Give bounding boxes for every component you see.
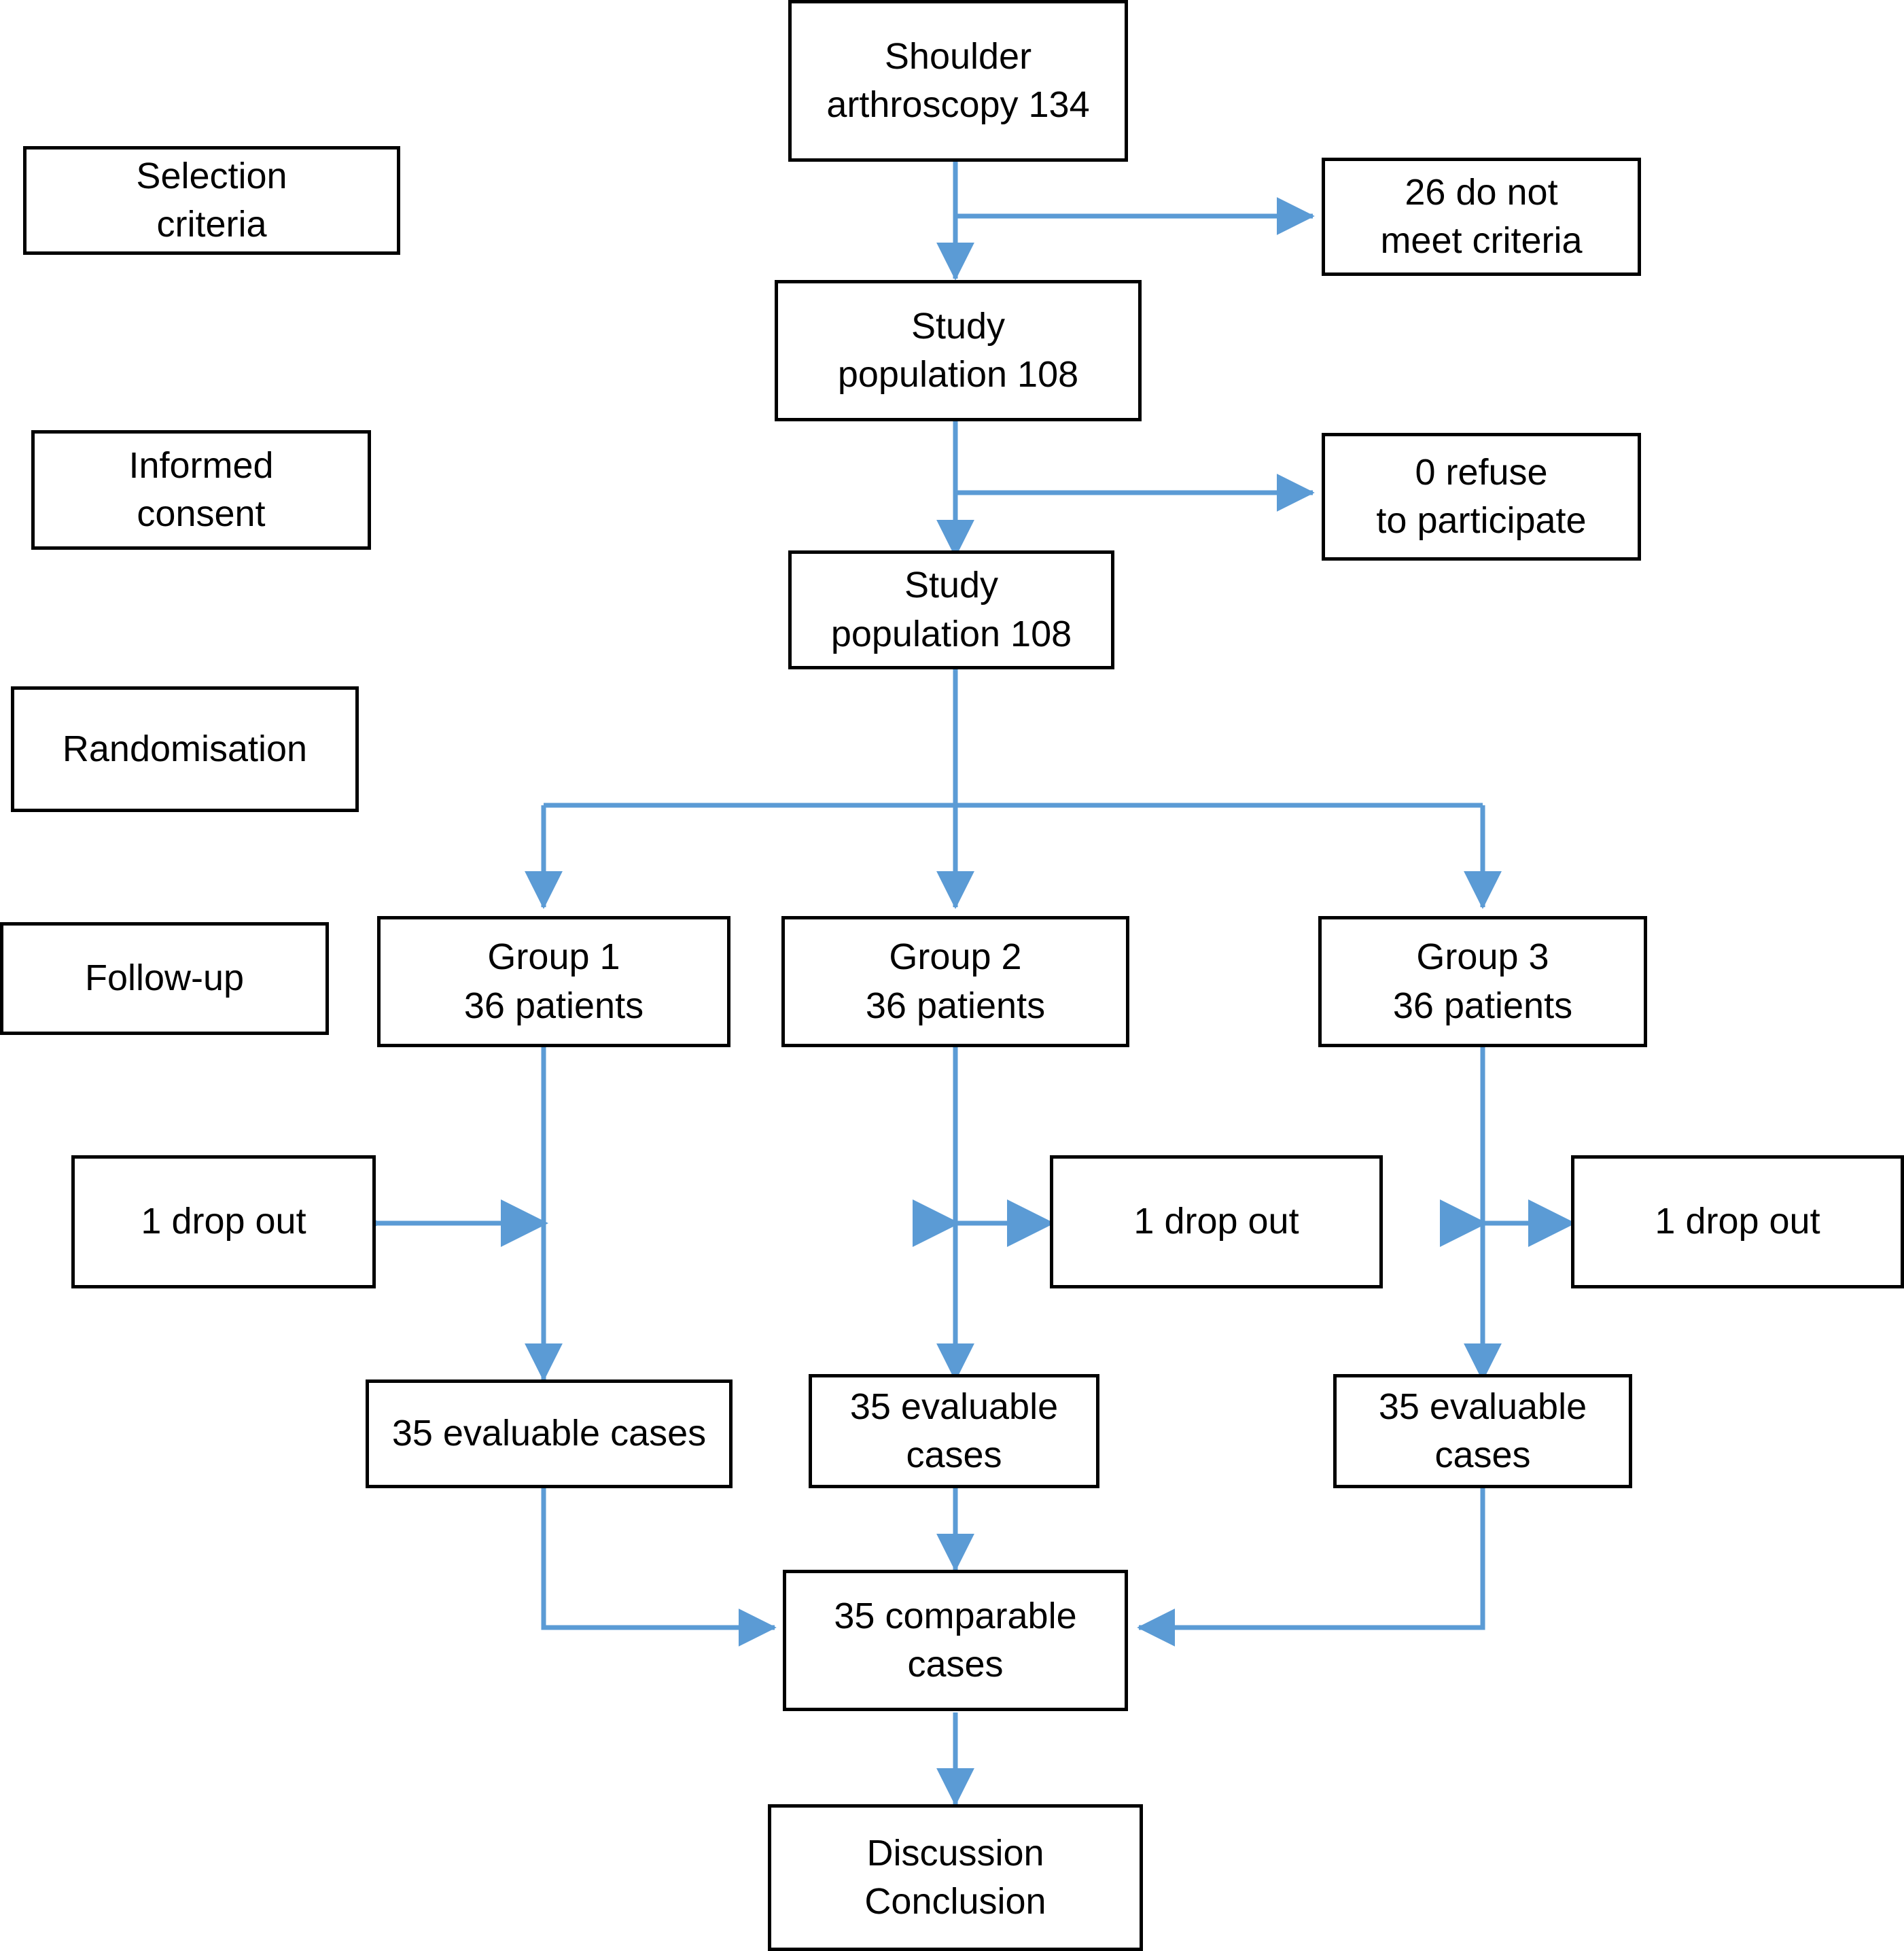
stage-label-informed-consent: Informed consent	[31, 430, 371, 550]
node-group-3: Group 3 36 patients	[1318, 916, 1647, 1047]
node-do-not-meet-criteria: 26 do not meet criteria	[1322, 158, 1641, 276]
node-evaluable-cases-3: 35 evaluable cases	[1333, 1374, 1632, 1488]
node-drop-out-3: 1 drop out	[1571, 1155, 1904, 1288]
node-drop-out-1: 1 drop out	[71, 1155, 376, 1288]
node-discussion-conclusion: Discussion Conclusion	[768, 1804, 1143, 1951]
stage-label-randomisation: Randomisation	[11, 686, 359, 812]
node-group-2: Group 2 36 patients	[781, 916, 1129, 1047]
node-study-population-2: Study population 108	[788, 550, 1114, 669]
node-evaluable-cases-1: 35 evaluable cases	[366, 1379, 733, 1488]
node-drop-out-2: 1 drop out	[1050, 1155, 1383, 1288]
node-shoulder-arthroscopy: Shoulder arthroscopy 134	[788, 0, 1128, 162]
stage-label-selection-criteria: Selection criteria	[23, 146, 400, 255]
node-group-1: Group 1 36 patients	[377, 916, 730, 1047]
node-study-population-1: Study population 108	[775, 280, 1142, 421]
node-evaluable-cases-2: 35 evaluable cases	[809, 1374, 1099, 1488]
node-comparable-cases: 35 comparable cases	[783, 1570, 1128, 1711]
node-refuse-to-participate: 0 refuse to participate	[1322, 433, 1641, 561]
stage-label-follow-up: Follow-up	[0, 922, 329, 1035]
